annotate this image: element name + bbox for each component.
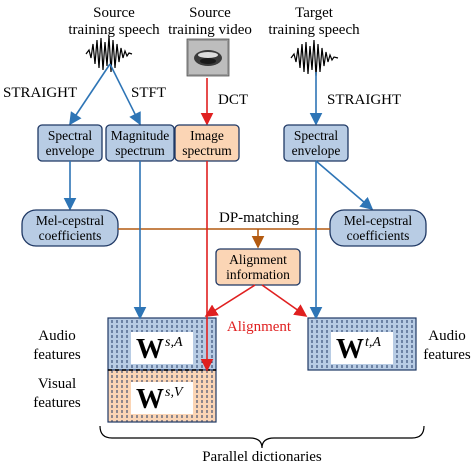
mel-cepstral-target-box: Mel-cepstral coefficients [329, 209, 427, 247]
visual-features-left-2: features [33, 395, 81, 411]
parallel-dictionaries-caption: Parallel dictionaries [202, 449, 322, 463]
box-label: Spectral [48, 128, 92, 143]
parallel-dictionaries-brace [99, 425, 425, 449]
box-label: coefficients [39, 228, 102, 243]
box-label: Mel-cepstral [344, 213, 412, 228]
source-video-title-2: training video [168, 22, 252, 38]
target-waveform-icon [290, 39, 339, 77]
mel-cepstral-source-box: Mel-cepstral coefficients [21, 209, 119, 247]
spectral-envelope-source-box: Spectral envelope [37, 124, 103, 162]
source-speech-title-2: training speech [68, 22, 160, 38]
box-label: envelope [46, 143, 95, 158]
magnitude-spectrum-box: Magnitude spectrum [105, 124, 175, 162]
straight-left-label: STRAIGHT [3, 85, 77, 101]
box-label: coefficients [347, 228, 410, 243]
box-label: spectrum [115, 143, 165, 158]
w-target-audio-symbol: W [336, 334, 364, 365]
box-label: Alignment [229, 252, 287, 267]
target-speech-title-1: Target [295, 5, 334, 21]
source-speech-title-1: Source [93, 5, 135, 21]
box-label: envelope [292, 143, 341, 158]
w-target-audio-superscript: t,A [365, 335, 381, 350]
box-label: Magnitude [111, 128, 170, 143]
alignment-label: Alignment [227, 319, 292, 335]
stft-label: STFT [131, 85, 166, 101]
spectral-envelope-target-box: Spectral envelope [283, 124, 349, 162]
dp-matching-label: DP-matching [219, 210, 299, 226]
arrow-src-to-magnitude [109, 63, 141, 126]
arrow-alignment-to-right [261, 284, 308, 317]
image-spectrum-box: Image spectrum [174, 124, 240, 162]
target-speech-title-2: training speech [268, 22, 360, 38]
box-label: information [226, 267, 290, 282]
w-source-visual-superscript: s,V [165, 385, 184, 400]
box-label: Mel-cepstral [36, 213, 104, 228]
audio-features-left-2: features [33, 347, 81, 363]
arrow-alignment-to-left [204, 284, 256, 317]
audio-features-right-2: features [423, 347, 471, 363]
box-label: Image [190, 128, 224, 143]
arrow-envelope-to-mel-target [315, 160, 374, 211]
mouth-image-icon [186, 38, 230, 77]
box-label: Spectral [294, 128, 338, 143]
w-source-visual-symbol: W [136, 384, 164, 415]
audio-features-right-1: Audio [428, 328, 466, 344]
alignment-information-box: Alignment information [215, 248, 301, 286]
straight-right-label: STRAIGHT [327, 92, 401, 108]
source-video-title-1: Source [189, 5, 231, 21]
w-source-audio-superscript: s,A [165, 335, 183, 350]
source-waveform-icon [85, 35, 133, 73]
box-label: spectrum [182, 143, 232, 158]
arrow-src-to-envelope [69, 63, 111, 126]
w-source-audio-symbol: W [136, 334, 164, 365]
visual-features-left-1: Visual [38, 376, 76, 392]
dct-label: DCT [218, 92, 248, 108]
audio-features-left-1: Audio [38, 328, 76, 344]
